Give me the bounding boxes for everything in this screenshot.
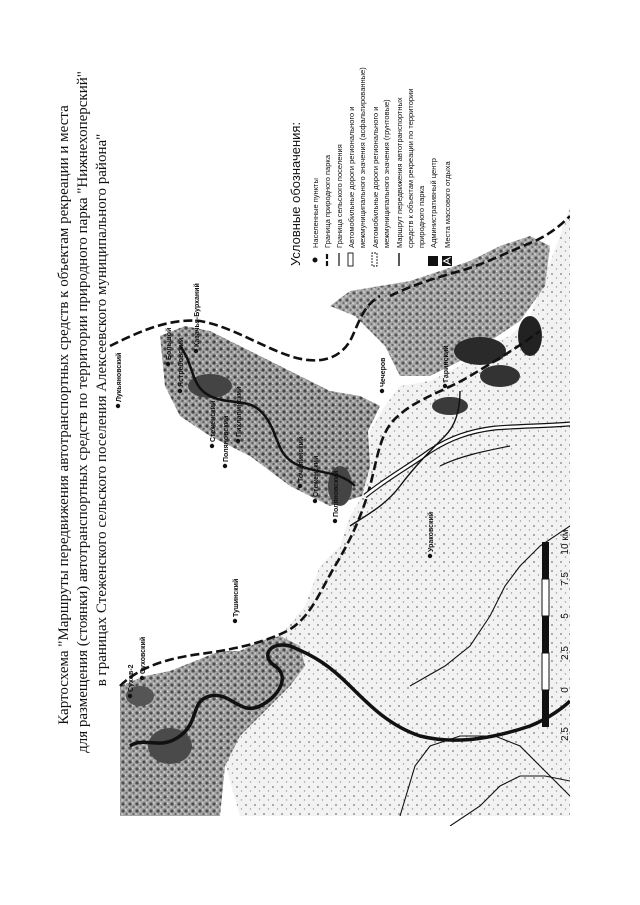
scale-label: 2.5 <box>560 646 570 660</box>
settlement-label: Суховский <box>139 637 147 674</box>
legend-label: Населенные пункты <box>311 178 320 248</box>
settlement-dot-icon <box>427 553 433 559</box>
settlement-dot-icon <box>193 348 199 354</box>
settlement-label: Лукьяновский <box>115 353 123 402</box>
legend-label: Автомобильные дороги регионального и <box>347 107 356 249</box>
settlement-label: Поляновский <box>332 471 340 517</box>
map-figure: Условные обозначения: Населенные пункты … <box>109 67 570 826</box>
settlement-dot-icon <box>312 498 318 504</box>
settlement-dot-icon <box>127 693 133 699</box>
legend-label: Граница сельского поселения <box>335 144 344 248</box>
legend-label: Граница природного парка <box>323 154 332 248</box>
legend-item-rural-boundary: Граница сельского поселения <box>335 144 344 266</box>
settlement-dot-icon <box>222 463 228 469</box>
legend-item-route: Маршрут передвижения автотранспортных ср… <box>395 89 426 266</box>
settlement-label: Точилинский <box>297 437 305 482</box>
settlement-label: Ястребовский <box>177 338 185 387</box>
settlement-dot-icon <box>232 618 238 624</box>
paved-road-icon <box>347 252 354 267</box>
settlement-dot-icon <box>139 675 145 681</box>
settlements: Сухов-2 Суховский Тушинский Лукьяновский… <box>115 283 450 699</box>
legend-title: Условные обозначения: <box>288 122 303 266</box>
legend-label: Автомобильные дороги регионального и <box>371 107 380 249</box>
legend-item-settlements: Населенные пункты <box>311 178 320 263</box>
map-title-line-2: для размещения (стоянки) автотранспортны… <box>75 71 91 753</box>
legend: Условные обозначения: Населенные пункты … <box>288 67 452 267</box>
settlement-label: Гаринский <box>442 345 450 382</box>
scale-label: 5 <box>560 613 570 619</box>
legend-item-recreation: Места массового отдыха <box>442 161 452 266</box>
settlement-dot-icon <box>297 483 303 489</box>
legend-item-park-boundary: Граница природного парка <box>323 154 332 266</box>
legend-label-cont: средств к объектам рекреации по территор… <box>406 89 415 248</box>
settlement-dot-icon <box>165 361 171 367</box>
legend-label: Административный центр <box>429 158 438 248</box>
settlement-label: Казачья-Бурханий <box>193 283 201 347</box>
settlement-dot-icon <box>379 388 385 394</box>
settlement-label: Ураковский <box>427 512 435 552</box>
park-boundary <box>119 329 541 687</box>
settlement-label: Чечеров <box>380 357 387 387</box>
settlement-dot-icon <box>332 518 338 524</box>
settlement-dot-icon <box>177 388 183 394</box>
admin-center-icon <box>428 256 438 266</box>
legend-label-cont: межмуниципального значения (асфальтирова… <box>358 67 367 248</box>
legend-label-cont: межмуниципального значения (грунтовые) <box>382 99 391 248</box>
settlement-dot-icon <box>115 403 121 409</box>
scale-label: 10 км <box>560 529 570 554</box>
settlement-dot-icon <box>312 257 318 263</box>
legend-label: Маршрут передвижения автотранспортных <box>395 97 404 248</box>
park-territory <box>120 206 570 816</box>
dirt-road-icon <box>371 252 378 267</box>
route-line <box>349 390 461 527</box>
settlement-label: Стеженский <box>209 401 217 442</box>
scale-label: 7.5 <box>560 572 570 586</box>
scale-label: 0 <box>560 687 570 693</box>
legend-label: Места массового отдыха <box>443 161 452 248</box>
settlement-label: Стеженский <box>312 456 320 497</box>
settlement-dot-icon <box>442 383 448 389</box>
settlement-label: Большой <box>165 328 173 360</box>
settlement-label: Поляновский <box>222 416 230 462</box>
settlement-label: Пихлапинский <box>235 387 243 437</box>
map-title-line-1: Картосхема "Маршруты передвижения автотр… <box>56 105 72 725</box>
rural-boundary <box>409 525 570 687</box>
settlement-dot-icon <box>209 443 215 449</box>
legend-item-dirt-road: Автомобильные дороги регионального и меж… <box>371 99 391 267</box>
settlement-label: Сухов-2 <box>128 664 135 692</box>
legend-item-paved-road: Автомобильные дороги регионального и меж… <box>347 67 367 267</box>
settlement-label: Тушинский <box>232 579 240 617</box>
legend-label-cont: природного парка <box>417 185 426 248</box>
scale-label: 2.5 <box>560 727 570 741</box>
legend-item-admin-center: Административный центр <box>428 158 438 266</box>
scale-bar: 2.5 0 2.5 5 7.5 10 км <box>541 529 570 741</box>
river <box>129 643 570 748</box>
settlement-dot-icon <box>235 438 241 444</box>
